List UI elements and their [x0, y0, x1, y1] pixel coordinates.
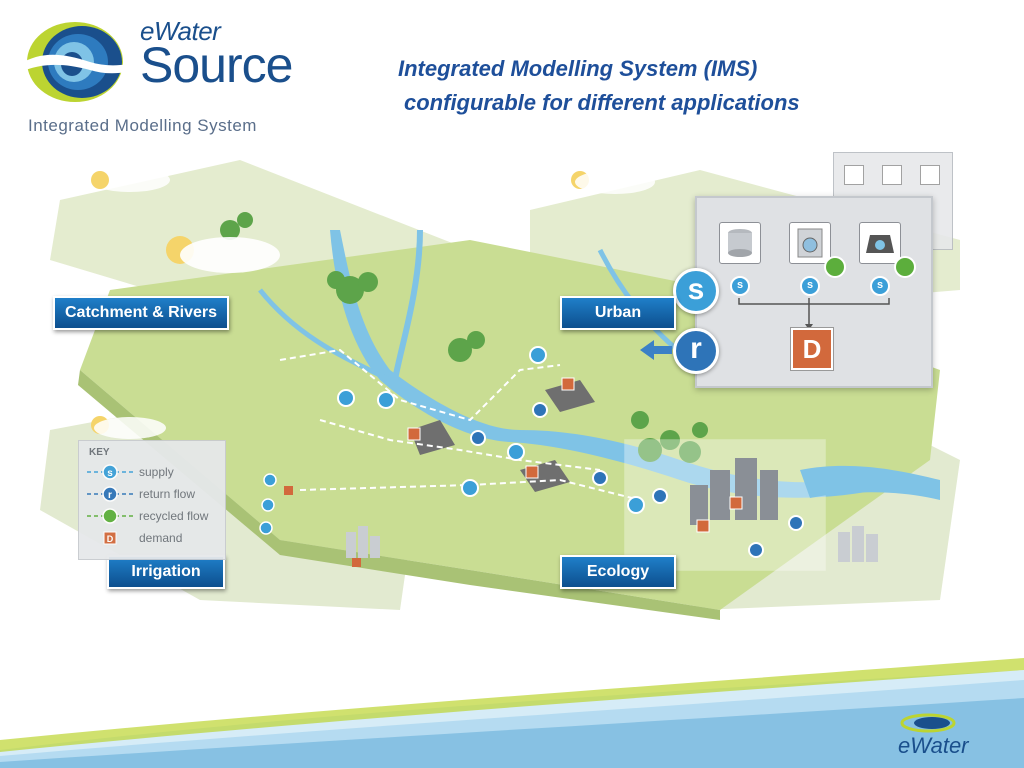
irrigation-city — [346, 526, 380, 558]
arrow-left-icon — [640, 340, 672, 360]
map-markers — [337, 346, 804, 558]
swirl-logo-icon — [20, 22, 160, 102]
supply-node-1: s — [730, 276, 750, 296]
weather-icons — [90, 168, 655, 439]
label-irrigation: Irrigation — [107, 555, 225, 589]
flow-paths — [279, 348, 641, 501]
logo-ewater-text: eWater — [140, 16, 221, 46]
irrigation-markers — [259, 473, 361, 567]
schematic-arrows — [738, 298, 890, 330]
tank-icon — [719, 222, 761, 264]
demand-lots — [410, 380, 595, 492]
big-return-icon: r — [673, 328, 719, 374]
tank-icon-small — [844, 165, 864, 185]
slide-title: Integrated Modelling System (IMS) config… — [398, 52, 800, 120]
recycle-icon — [894, 256, 916, 278]
ewater-source-logo — [20, 12, 300, 142]
key-row-return: r return flow — [87, 485, 195, 503]
supply-symbol: s — [107, 468, 113, 479]
recycle-icon — [102, 508, 118, 524]
demand-node: D — [790, 327, 834, 371]
washing-machine-icon-small — [882, 165, 902, 185]
washing-machine-icon — [789, 222, 831, 264]
label-catchment-rivers: Catchment & Rivers — [53, 296, 230, 330]
recycle-icon — [824, 256, 846, 278]
footer-brand: eWater — [898, 733, 969, 758]
logo-tagline: Integrated Modelling System — [28, 116, 257, 135]
small-city — [838, 526, 878, 562]
return-symbol: r — [108, 490, 112, 501]
shower-icon — [859, 222, 901, 264]
tree-clusters — [220, 212, 708, 463]
urban-schematic-panel: s s s D — [695, 196, 933, 388]
logo-source-text: Source — [140, 37, 293, 93]
key-row-recycled: recycled flow — [87, 507, 208, 525]
key-label-return-flow: return flow — [139, 487, 196, 501]
key-label-recycled-flow: recycled flow — [139, 509, 209, 523]
map-key: KEY s supply r return flow recycled flow… — [78, 440, 226, 560]
bottom-wave-decoration — [0, 658, 1024, 768]
label-urban: Urban — [560, 296, 676, 330]
key-label-demand: demand — [139, 531, 183, 545]
ewater-swirl-icon — [900, 713, 956, 733]
demand-symbol: D — [107, 534, 114, 544]
label-ecology: Ecology — [560, 555, 676, 589]
river — [330, 230, 900, 498]
big-supply-icon: s — [673, 268, 719, 314]
supply-node-3: s — [870, 276, 890, 296]
key-row-supply: s supply — [87, 463, 174, 481]
shower-icon-small — [920, 165, 940, 185]
title-line-1: Integrated Modelling System (IMS) — [398, 56, 758, 81]
key-label-supply: supply — [139, 465, 174, 479]
lake — [800, 465, 940, 500]
supply-node-2: s — [800, 276, 820, 296]
key-row-demand: D demand — [87, 529, 182, 547]
title-line-2: configurable for different applications — [404, 90, 800, 115]
key-title: KEY — [89, 447, 110, 458]
plain-edge — [78, 370, 720, 620]
